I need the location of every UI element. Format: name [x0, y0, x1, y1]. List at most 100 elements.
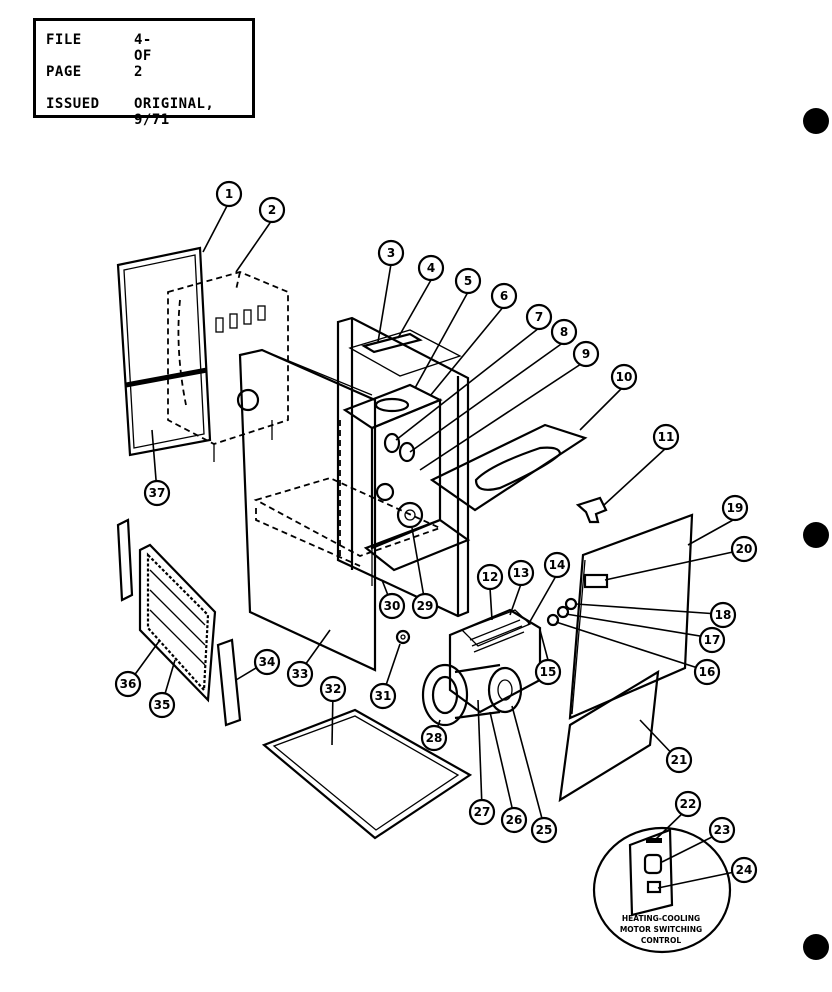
callout-20: 20	[730, 535, 758, 563]
callout-21: 21	[665, 746, 693, 774]
svg-text:1: 1	[225, 187, 233, 201]
page-value: 2	[134, 64, 143, 80]
callout-11: 11	[652, 423, 680, 451]
svg-text:34: 34	[259, 655, 276, 669]
cabinet-frame	[253, 316, 471, 618]
svg-text:26: 26	[506, 813, 523, 827]
svg-text:13: 13	[513, 566, 530, 580]
svg-text:9: 9	[582, 347, 590, 361]
svg-text:19: 19	[727, 501, 744, 515]
callout-19: 19	[721, 494, 749, 522]
part-37-rail	[116, 518, 134, 602]
part-21-lower-door	[558, 669, 660, 803]
callout-6: 6	[490, 282, 518, 310]
svg-text:3: 3	[387, 246, 395, 260]
callout-9: 9	[572, 340, 600, 368]
part-33-cabinet-side	[238, 348, 377, 672]
svg-text:29: 29	[417, 599, 434, 613]
svg-text:27: 27	[474, 805, 491, 819]
inset-caption-line2: MOTOR SWITCHING	[620, 925, 702, 934]
inset-caption: HEATING-COOLING MOTOR SWITCHING CONTROL	[620, 914, 702, 945]
callout-33: 33	[286, 660, 314, 688]
svg-text:20: 20	[736, 542, 753, 556]
svg-text:21: 21	[671, 753, 688, 767]
part-36-filter-frame	[138, 543, 217, 703]
callout-35: 35	[148, 691, 176, 719]
inset-caption-line1: HEATING-COOLING	[622, 914, 700, 923]
callout-28: 28	[420, 724, 448, 752]
callout-12: 12	[476, 563, 504, 591]
svg-text:2: 2	[268, 203, 276, 217]
svg-text:4: 4	[427, 261, 435, 275]
svg-text:30: 30	[384, 599, 401, 613]
callout-5: 5	[454, 267, 482, 295]
callout-3: 3	[377, 239, 405, 267]
callout-34: 34	[253, 648, 281, 676]
svg-text:15: 15	[540, 665, 557, 679]
svg-text:7: 7	[535, 310, 543, 324]
svg-text:24: 24	[736, 863, 753, 877]
file-value: 4-OF	[134, 32, 152, 64]
callout-8: 8	[550, 318, 578, 346]
callout-17: 17	[698, 626, 726, 654]
svg-text:22: 22	[680, 797, 697, 811]
svg-text:10: 10	[616, 370, 633, 384]
svg-text:37: 37	[149, 486, 166, 500]
callout-29: 29	[411, 592, 439, 620]
binder-hole-middle	[803, 522, 829, 548]
inset-caption-line3: CONTROL	[641, 936, 681, 945]
callout-7: 7	[525, 303, 553, 331]
svg-text:8: 8	[560, 325, 568, 339]
page-label: PAGE	[46, 64, 82, 80]
callout-31: 31	[369, 682, 397, 710]
part-34-filter-rail	[216, 638, 242, 727]
callout-27: 27	[468, 798, 496, 826]
svg-text:11: 11	[658, 430, 675, 444]
callout-32: 32	[319, 675, 347, 703]
callout-2: 2	[258, 196, 286, 224]
svg-text:16: 16	[699, 665, 716, 679]
page-row: PAGE 2	[46, 64, 142, 80]
svg-text:6: 6	[500, 289, 508, 303]
title-block: FILE 4-OF PAGE 2 ISSUED ORIGINAL, 9/71	[33, 18, 255, 128]
callout-36: 36	[114, 670, 142, 698]
callout-13: 13	[507, 559, 535, 587]
issued-value: ORIGINAL, 9/71	[134, 96, 215, 128]
washers-16-17-18	[546, 597, 578, 627]
svg-text:33: 33	[292, 667, 309, 681]
file-row: FILE 4-OF	[46, 32, 151, 64]
callout-24: 24	[730, 856, 758, 884]
svg-text:35: 35	[154, 698, 171, 712]
part-32-base-pan	[261, 708, 473, 840]
callout-18: 18	[709, 601, 737, 629]
callout-23: 23	[708, 816, 736, 844]
callout-14: 14	[543, 551, 571, 579]
callout-25: 25	[530, 816, 558, 844]
callout-26: 26	[500, 806, 528, 834]
svg-text:28: 28	[426, 731, 443, 745]
svg-text:12: 12	[482, 570, 499, 584]
svg-text:32: 32	[325, 682, 342, 696]
callout-16: 16	[693, 658, 721, 686]
file-label: FILE	[46, 32, 82, 48]
callout-1: 1	[215, 180, 243, 208]
svg-text:17: 17	[704, 633, 721, 647]
binder-hole-top	[803, 108, 829, 134]
issued-label: ISSUED	[46, 96, 100, 112]
svg-text:36: 36	[120, 677, 137, 691]
part-1-panel	[116, 246, 212, 457]
svg-text:25: 25	[536, 823, 553, 837]
callout-4: 4	[417, 254, 445, 282]
svg-text:5: 5	[464, 274, 472, 288]
issued-row: ISSUED ORIGINAL, 9/71	[46, 96, 214, 128]
svg-text:18: 18	[715, 608, 732, 622]
part-31-grommet	[395, 629, 411, 645]
svg-text:23: 23	[714, 823, 731, 837]
svg-text:31: 31	[375, 689, 392, 703]
callouts: 1 2 3 4 5 6 7 8 9 10 11 12 13 14 15 16 1…	[114, 180, 758, 884]
callout-37: 37	[143, 479, 171, 507]
callout-22: 22	[674, 790, 702, 818]
leader-lines	[127, 203, 745, 889]
blower-assembly	[421, 608, 542, 727]
